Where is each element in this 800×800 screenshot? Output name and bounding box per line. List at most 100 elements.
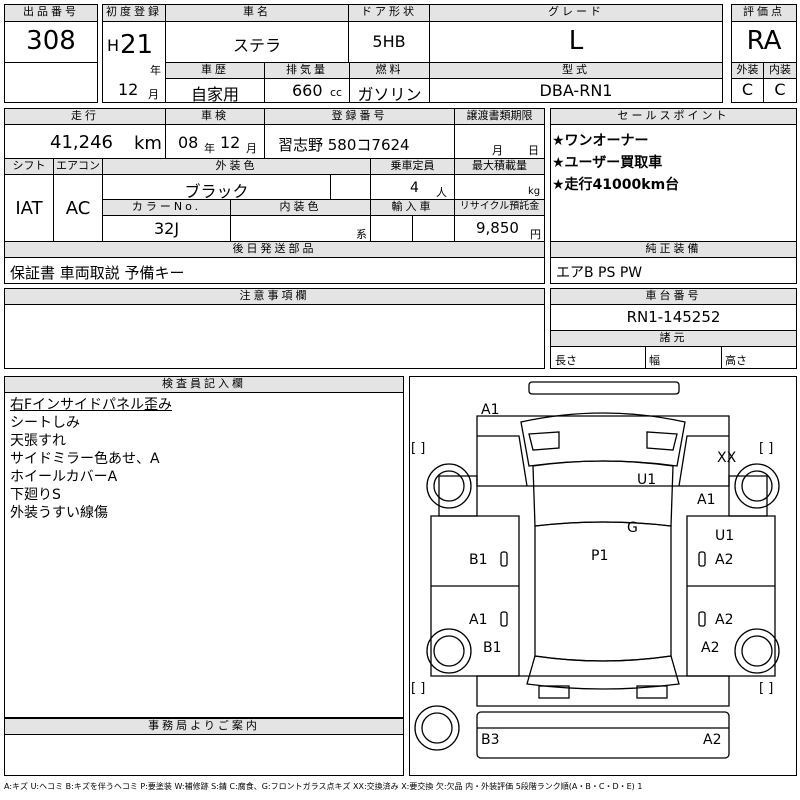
door-label: ドア形状 [348,4,430,22]
damage-mark: U1 [637,472,656,488]
car-name-label: 車名 [165,4,349,22]
lot-number: 308 [26,26,76,56]
height-label: 高さ [725,354,747,367]
office-box [4,734,404,776]
capacity: 4 [410,180,419,196]
width-label: 幅 [649,354,660,367]
car-name: ステラ [232,36,281,55]
displacement-label: 排気量 [264,62,350,79]
color-box-2 [330,174,371,200]
model: DBA-RN1 [539,81,613,100]
inspector-line: ホイールカバーA [10,469,118,485]
reg-month: 12 [118,80,139,99]
length-label: 長さ [555,354,577,367]
model-box [429,78,723,103]
import-box-2 [412,215,455,242]
damage-mark: A1 [481,402,499,418]
color-no: 32J [153,219,180,238]
mileage-label: 走行 [4,108,166,125]
legend: A:キズ U:ヘコミ B:キズを伴うヘコミ P:要塗装 W:補修跡 S:錆 C:… [4,782,643,791]
bracket-left: [ ] [411,441,425,456]
damage-mark: G [627,520,638,536]
damage-mark: A2 [701,640,719,656]
lot-label: 出品番号 [4,4,98,22]
height-box [721,346,797,369]
insp-month-unit: 月 [246,142,257,155]
fuel: ガソリン [357,85,422,104]
later-parts-box [4,257,545,284]
import-label: 輸入車 [370,199,455,216]
inspector-line: サイドミラー色あせ、A [10,451,160,467]
history: 自家用 [190,85,239,104]
damage-mark: U1 [715,528,734,544]
load-label: 最大積載量 [454,158,545,175]
interior-color-box [230,215,371,242]
color: ブラック [184,182,249,201]
recycle: 9,850 [476,219,519,237]
recycle-unit: 円 [530,228,541,241]
equipment: エアB PS PW [556,265,643,281]
displacement: 660 [292,81,323,100]
inspector-line: 下廻りS [10,487,61,503]
color-label: 外装色 [102,158,371,175]
later-parts-label: 後日発送部品 [4,241,545,258]
reg-no: 習志野 580コ7624 [278,136,410,154]
shift: IAT [15,198,43,219]
car-diagram-frame [409,376,797,776]
inspector-box [4,392,404,718]
capacity-unit: 人 [436,186,447,199]
recycle-label: リサイクル預託金 [454,199,545,216]
ac: AC [65,198,91,219]
displacement-unit: cc [330,86,343,99]
damage-mark: P1 [591,548,608,564]
interior-unit: 系 [356,228,367,241]
ext-grade-label: 外装 [731,62,764,79]
shift-label: シフト [4,158,54,175]
bracket-right: [ ] [759,441,773,456]
equipment-box [550,257,797,284]
sales-label: セールスポイント [550,108,797,125]
notes-label: 注意事項欄 [4,288,545,305]
reg-no-label: 登録番号 [264,108,455,125]
int-grade: C [774,80,786,99]
damage-mark: A1 [697,492,715,508]
damage-mark: A2 [715,552,733,568]
equipment-label: 純正装備 [550,241,797,258]
ac-label: エアコン [53,158,103,175]
damage-mark: XX [717,450,737,466]
inspection-label: 車検 [165,108,265,125]
damage-mark: B1 [483,640,502,656]
color-no-label: カラーNo. [102,199,231,216]
bracket-right: [ ] [759,681,773,696]
int-grade-box [763,78,797,103]
reg-year: 21 [120,30,154,60]
damage-mark: A2 [715,612,733,628]
year-unit: 年 [150,64,161,77]
sales-item: ★走行41000km台 [552,177,680,193]
bracket-left: [ ] [411,681,425,696]
insp-year-unit: 年 [204,142,215,155]
grade: L [568,26,584,56]
history-label: 車歴 [165,62,265,79]
inspector-label: 検査員記入欄 [4,376,404,393]
import-box [370,215,413,242]
car-diagram: [ ] [ ] [ ] [ ] A1 XX U1 A1 G U1 B1 P1 A… [411,381,780,759]
grade-label: グレード [429,4,723,22]
chassis-number: RN1-145252 [626,308,721,326]
insp-year: 08 [178,133,199,152]
transfer-day: 日 [528,144,539,157]
capacity-label: 乗車定員 [370,158,455,175]
int-grade-label: 内装 [763,62,797,79]
inspector-line: 天張すれ [10,433,66,449]
interior-color-label: 内装色 [230,199,371,216]
score-label: 評価点 [731,4,797,22]
insp-month: 12 [220,133,241,152]
month-unit: 月 [148,88,159,101]
dims-label: 諸元 [550,330,797,347]
damage-mark: A2 [703,732,721,748]
score: RA [746,26,782,56]
load-unit: kg [528,186,541,197]
office-label: 事務局よりご案内 [4,718,404,735]
fuel-label: 燃料 [349,62,430,79]
notes-box [4,304,545,369]
